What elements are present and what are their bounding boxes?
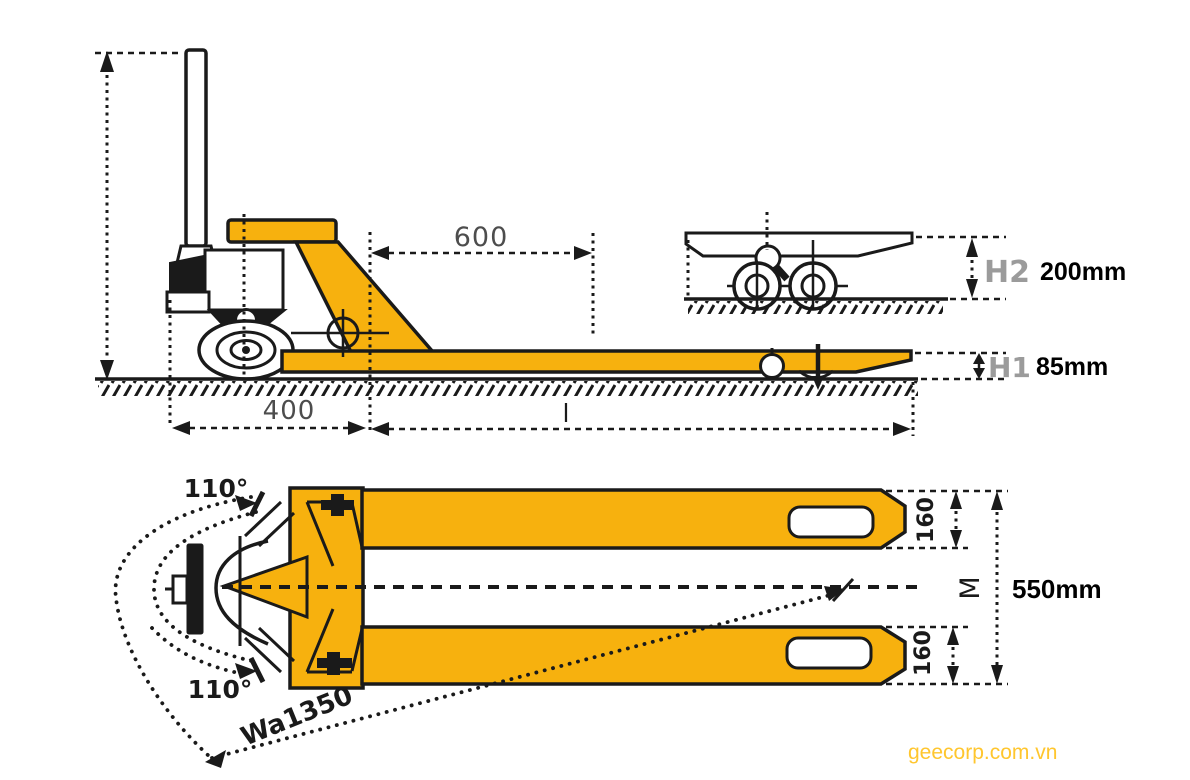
- overall-width-value: 550mm: [1012, 574, 1102, 604]
- dim-h2: H2 200mm: [916, 235, 1126, 301]
- dim-400: 400: [172, 396, 366, 435]
- fork-top-upper: [360, 488, 907, 550]
- h1-label: H1: [988, 351, 1031, 384]
- steer-angle-top-label: 110°: [184, 474, 249, 503]
- steering-wheel-side: [197, 319, 295, 381]
- pivot-crosshair: [291, 309, 389, 357]
- h2-label: H2: [984, 255, 1030, 290]
- watermark-text: geecorp.com.vn: [908, 741, 1057, 764]
- fork-top-lower: [360, 625, 907, 686]
- dim-fork-width-upper: 160: [914, 491, 962, 548]
- pump-unit-side: [165, 248, 288, 332]
- fork-width-top-label: 160: [914, 497, 939, 543]
- h2-value: 200mm: [1040, 258, 1126, 286]
- steer-angle-bottom-label: 110°: [188, 675, 253, 704]
- overall-height-dimension: [95, 51, 183, 380]
- ground-main: [95, 377, 918, 396]
- turning-radius-label: Wa1350: [237, 681, 357, 753]
- extension-lines-side: [168, 214, 915, 436]
- dim-600: 600: [371, 222, 592, 260]
- dim-overall-width: M 550mm: [955, 491, 1102, 684]
- steering-assembly-top: [165, 490, 296, 684]
- roller-cutout-upper: [787, 505, 875, 539]
- dim-fork-width-lower: 160: [911, 627, 959, 684]
- top-view-extension-lines: [886, 489, 1008, 686]
- dim-600-label: 600: [454, 222, 509, 253]
- overall-width-label: M: [955, 576, 986, 599]
- dim-h1: H1 85mm: [915, 351, 1108, 384]
- dim-fork-length: l: [371, 399, 911, 436]
- mount-markers-top: [317, 494, 354, 675]
- steering-arcs: [113, 495, 258, 759]
- fork-width-bottom-label: 160: [911, 630, 936, 676]
- tiller-handle-side: [175, 48, 217, 265]
- steering-arc-arrows: [235, 495, 257, 679]
- fork-side: [280, 349, 913, 374]
- dim-400-label: 400: [263, 396, 316, 426]
- raised-fork-detail: [684, 212, 948, 314]
- roller-cutout-lower: [785, 636, 873, 670]
- chassis-side: [226, 218, 913, 374]
- dim-length-label: l: [563, 399, 570, 428]
- h1-value: 85mm: [1036, 353, 1108, 381]
